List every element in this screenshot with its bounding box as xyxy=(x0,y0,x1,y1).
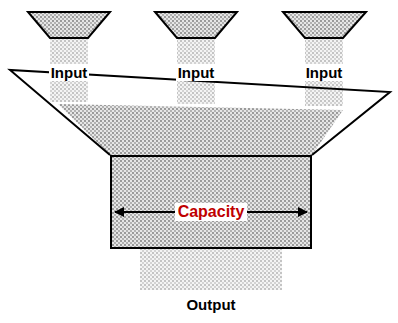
input-funnel xyxy=(28,12,110,38)
output-label: Output xyxy=(184,296,237,313)
capacity-fill xyxy=(110,155,312,248)
capacity-label: Capacity xyxy=(175,203,248,221)
input-label: Input xyxy=(176,64,217,81)
input-funnel xyxy=(283,12,366,38)
main-funnel xyxy=(10,70,390,155)
output-stream xyxy=(140,248,282,290)
input-label: Input xyxy=(49,64,90,81)
capacity-box: Capacity xyxy=(110,155,312,249)
input-funnel xyxy=(155,12,237,38)
input-label: Input xyxy=(304,64,345,81)
